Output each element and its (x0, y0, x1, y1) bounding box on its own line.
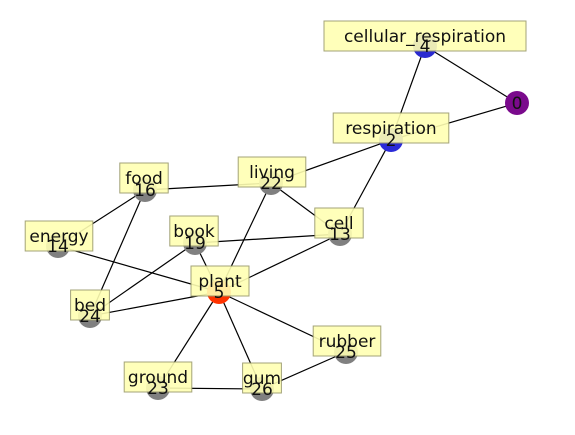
node-label-box (237, 156, 307, 188)
node-label: ground (128, 368, 188, 388)
node-id: 4 (420, 37, 431, 57)
node-id: 16 (134, 181, 156, 201)
node-label-box (242, 362, 282, 394)
node-label-box (190, 265, 250, 297)
node-label: rubber (319, 332, 376, 352)
node-id: 26 (251, 380, 273, 400)
node-label: gum (243, 369, 281, 389)
node-label-box (70, 289, 110, 321)
node-id: 25 (335, 343, 357, 363)
node-label: bed (74, 296, 106, 316)
node-label: food (125, 169, 163, 189)
node-label-box (123, 361, 193, 393)
node-label: energy (29, 227, 88, 247)
node-label: cellular_respiration (344, 27, 506, 47)
node-label-box (323, 20, 527, 52)
node-id: 2 (386, 131, 397, 151)
node-label: living (249, 163, 295, 183)
node-label-box (24, 220, 94, 252)
node-label: book (173, 222, 215, 242)
node-id: 13 (329, 225, 351, 245)
graph-edges (57, 45, 518, 390)
node-id: 23 (147, 379, 169, 399)
node-label-box (169, 215, 219, 247)
node-label: respiration (345, 119, 436, 139)
graph-node: 0 (505, 91, 529, 115)
node-circle (505, 91, 529, 115)
node-id: 22 (260, 174, 282, 194)
node-label: cell (324, 214, 353, 234)
node-id: 14 (47, 237, 69, 257)
node-label-box (332, 112, 450, 144)
node-label-box (119, 162, 169, 194)
node-label-box (312, 325, 382, 357)
node-id: 5 (214, 283, 225, 303)
edge-4-0 (424, 45, 518, 104)
node-id: 0 (512, 94, 523, 114)
node-id: 19 (184, 234, 206, 254)
node-id: 24 (79, 307, 101, 327)
node-label: plant (198, 272, 242, 292)
node-label-box (314, 207, 364, 239)
